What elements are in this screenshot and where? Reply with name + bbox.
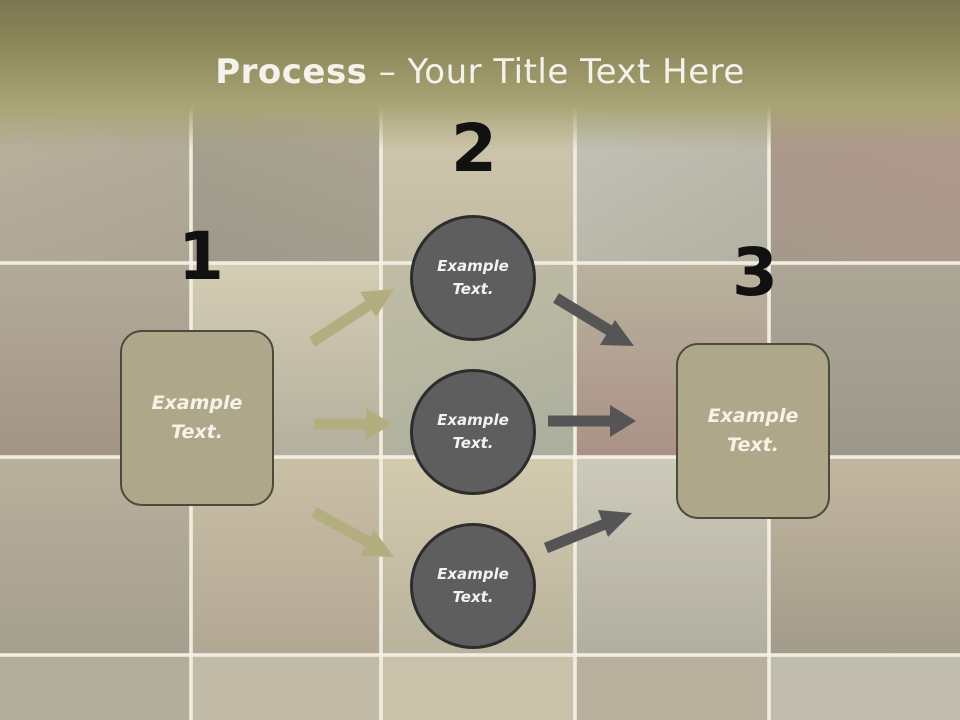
circle-top-line-1: Example [437, 257, 509, 275]
circle-middle-line-1: Example [437, 411, 509, 429]
title-rest: – Your Title Text Here [367, 52, 745, 92]
step-number-1: 1 [178, 218, 224, 295]
arrow-to-middle-circle [314, 408, 392, 440]
arrow-from-top-circle [553, 293, 634, 346]
circle-middle-line-2: Text. [452, 434, 494, 452]
title-band [0, 0, 960, 150]
step-number-3: 3 [732, 234, 778, 311]
circle-bottom-line-2: Text. [452, 588, 494, 606]
arrow-from-bottom-circle [543, 510, 632, 554]
circle-top-line-2: Text. [452, 280, 494, 298]
arrow-to-top-circle [309, 289, 394, 347]
circle-bottom-line-1: Example [437, 565, 509, 583]
title-bold: Process [215, 52, 368, 92]
step-1-box-line-1: Example [151, 392, 243, 414]
step-3-box-line-2: Text. [727, 434, 779, 456]
arrow-to-bottom-circle [311, 507, 394, 557]
step-3-box-line-1: Example [707, 405, 799, 427]
slide-title: Process – Your Title Text Here [0, 52, 960, 92]
arrow-from-middle-circle [548, 405, 636, 437]
step-number-2: 2 [451, 110, 497, 187]
step-1-box-line-2: Text. [171, 421, 223, 443]
